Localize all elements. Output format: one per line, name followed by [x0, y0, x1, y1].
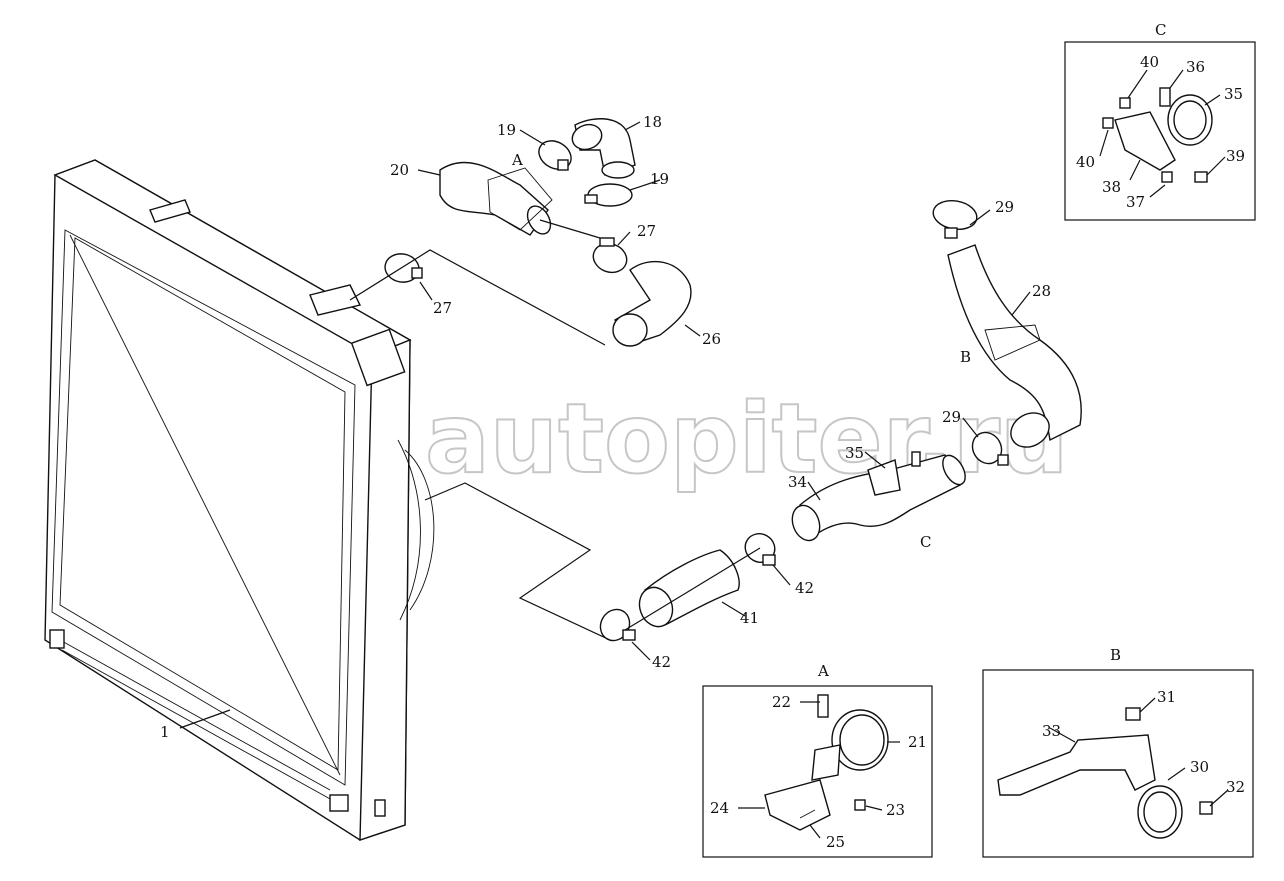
hose-41: [638, 549, 740, 628]
label-27-upper: 27: [637, 222, 656, 240]
label-35-inset: 35: [1224, 85, 1243, 103]
label-29-lower: 29: [942, 408, 961, 426]
inset-b: B: [982, 646, 1254, 858]
elbow-18: [571, 118, 636, 179]
radiator-assembly: [44, 159, 435, 841]
inset-c-title: C: [1155, 21, 1166, 39]
label-view-c-marker: C: [920, 533, 931, 551]
inset-c: C: [1064, 21, 1256, 221]
label-19-lower: 19: [650, 170, 669, 188]
label-42-lower: 42: [652, 653, 671, 671]
label-18: 18: [643, 113, 662, 131]
label-39: 39: [1226, 147, 1245, 165]
label-27-left: 27: [433, 299, 452, 317]
label-24: 24: [710, 799, 729, 817]
label-40-upper: 40: [1140, 53, 1159, 71]
label-42-upper: 42: [795, 579, 814, 597]
label-25: 25: [826, 833, 845, 851]
inset-a: A: [702, 662, 933, 858]
watermark-text: autopiter.ru: [425, 383, 1068, 495]
label-36: 36: [1186, 58, 1205, 76]
clamp-27-upper: [592, 237, 628, 274]
label-30: 30: [1190, 758, 1209, 776]
label-32: 32: [1226, 778, 1245, 796]
clamp-19-upper: [538, 140, 572, 171]
label-22: 22: [772, 693, 791, 711]
connector-lines: [349, 219, 761, 641]
part-labels: 1 18 19 19 20 A 27 27 26 29 28 B 29 35 3…: [160, 53, 1245, 851]
label-leaders: [179, 69, 1229, 839]
label-41: 41: [740, 609, 759, 627]
clamp-27-left: [384, 253, 423, 283]
label-35-main: 35: [845, 444, 864, 462]
label-20: 20: [390, 161, 409, 179]
label-33: 33: [1042, 722, 1061, 740]
label-29-upper: 29: [995, 198, 1014, 216]
pipe-34: [791, 451, 966, 542]
label-31: 31: [1157, 688, 1176, 706]
hose-28: [947, 244, 1082, 448]
inset-b-title: B: [1110, 646, 1121, 664]
label-37: 37: [1126, 193, 1145, 211]
label-38: 38: [1102, 178, 1121, 196]
clamp-42-lower: [599, 608, 636, 642]
label-28: 28: [1032, 282, 1051, 300]
clamp-19-lower: [584, 183, 633, 207]
clamp-29-lower: [971, 431, 1009, 466]
label-view-a-marker: A: [511, 151, 523, 169]
label-26: 26: [702, 330, 721, 348]
clamp-29-upper: [932, 199, 978, 239]
label-view-b-marker: B: [960, 348, 971, 366]
hose-20: [439, 161, 553, 236]
label-21: 21: [908, 733, 927, 751]
label-23: 23: [886, 801, 905, 819]
label-1: 1: [160, 723, 170, 741]
hose-26: [612, 260, 692, 347]
label-19-upper: 19: [497, 121, 516, 139]
label-34: 34: [788, 473, 807, 491]
inset-a-title: A: [817, 662, 829, 680]
label-40-lower: 40: [1076, 153, 1095, 171]
